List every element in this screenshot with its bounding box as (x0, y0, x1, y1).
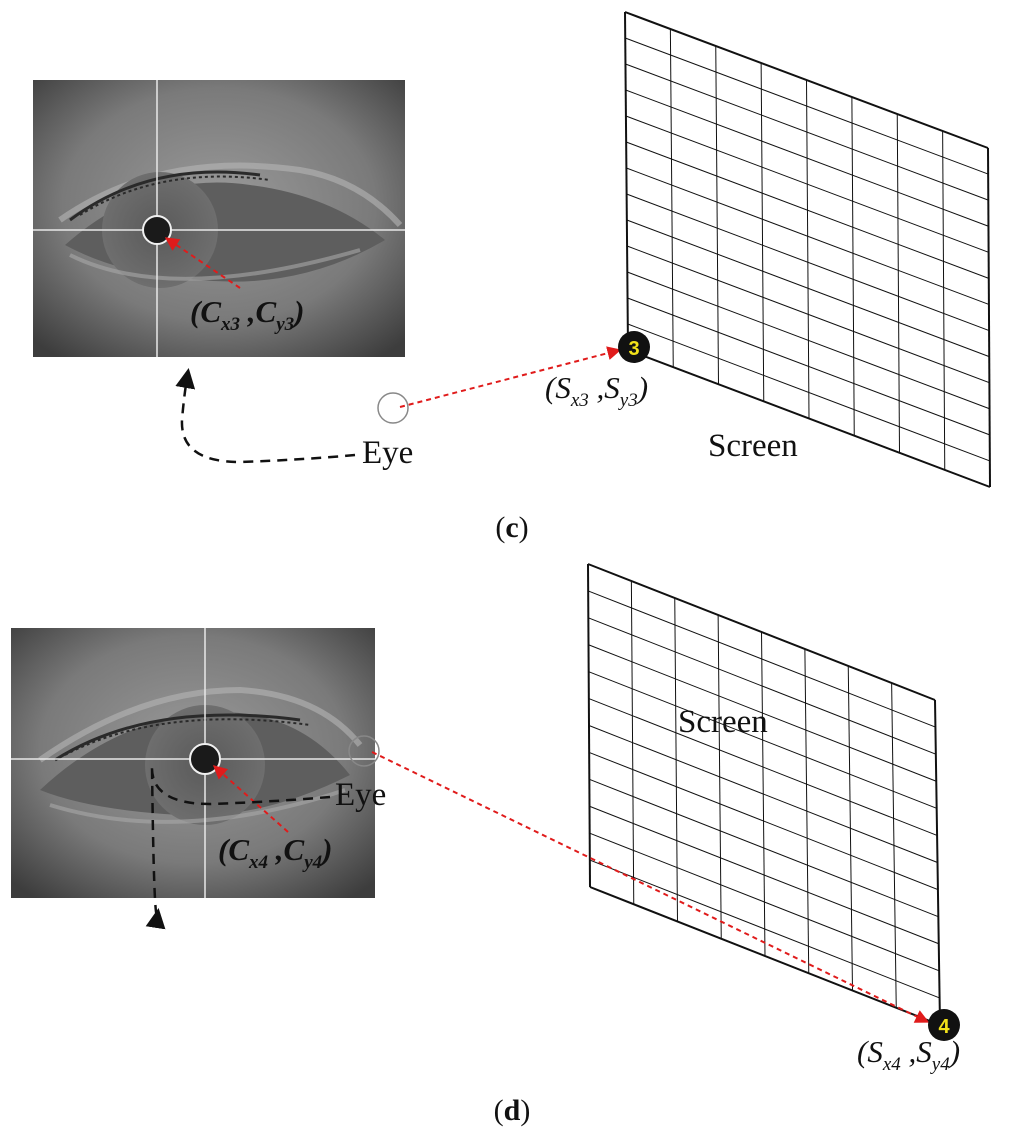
caption-c: (c) (495, 511, 528, 544)
eye-image (33, 80, 405, 357)
caption-d: (d) (494, 1094, 531, 1127)
screen-grid (624, 11, 991, 488)
eye-position-icon (377, 392, 409, 424)
panel-c: (Cx3 ,Cy3) 3 (Sx3 ,Sy3) Eye Screen (c) (33, 11, 991, 544)
gaze-line (371, 751, 930, 1023)
screen-label: Screen (708, 428, 798, 464)
screen-label: Screen (678, 704, 768, 740)
pupil-coordinate-label: (Cx3 ,Cy3) (190, 294, 304, 335)
screen-marker-4: 4 (928, 1009, 960, 1041)
screen-coordinate-label: (Sx4 ,Sy4) (857, 1034, 960, 1075)
gaze-line (399, 346, 622, 408)
svg-text:3: 3 (628, 338, 639, 360)
screen-grid (587, 563, 941, 1026)
panel-d: (Cx4 ,Cy4) 4 (Sx4 ,Sy4) Eye Screen (d) (11, 563, 960, 1127)
screen-marker-3: 3 (618, 331, 650, 363)
eye-label: Eye (362, 435, 413, 471)
pupil-pointer-line (164, 237, 241, 289)
eye-position-icon (348, 735, 380, 767)
svg-text:4: 4 (938, 1016, 950, 1038)
camera-link-arrow (175, 368, 356, 464)
camera-link-arrow (145, 764, 331, 930)
eye-label: Eye (335, 777, 386, 813)
screen-coordinate-label: (Sx3 ,Sy3) (545, 370, 648, 411)
pupil-pointer-line (212, 765, 289, 833)
eye-image (11, 628, 375, 898)
